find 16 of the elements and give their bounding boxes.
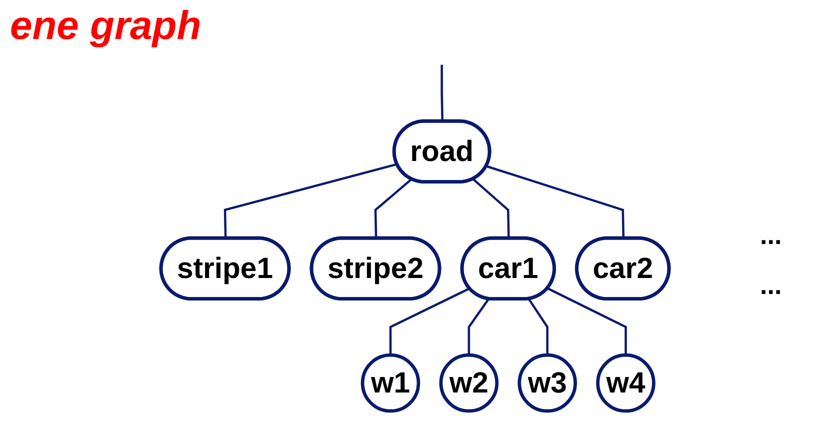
node-circle: w1 bbox=[360, 353, 420, 413]
ellipsis-text: ... bbox=[760, 220, 782, 251]
connector bbox=[486, 165, 625, 239]
connector bbox=[468, 298, 490, 356]
node-circle: w4 bbox=[596, 353, 656, 413]
ellipsis-text: ... bbox=[760, 270, 782, 301]
connector bbox=[224, 163, 398, 239]
connector bbox=[389, 287, 470, 356]
connector bbox=[374, 178, 412, 239]
connector bbox=[547, 287, 627, 356]
node-circle: w2 bbox=[439, 353, 499, 413]
node-circle: w3 bbox=[518, 353, 577, 413]
connector bbox=[472, 178, 510, 239]
title: ene graph bbox=[10, 4, 202, 49]
connector bbox=[440, 64, 444, 122]
connector bbox=[528, 298, 548, 356]
